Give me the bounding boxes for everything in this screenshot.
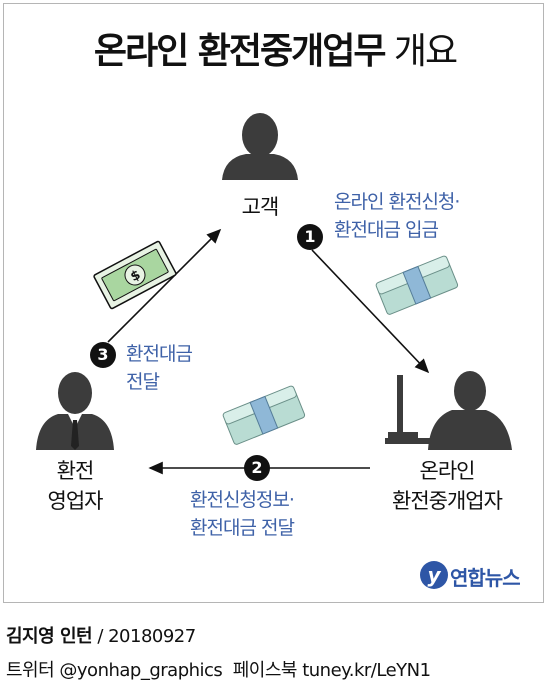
cash-bundle-icon — [375, 255, 459, 315]
step-3-text: 환전대금 전달 — [126, 340, 193, 396]
credit-date: / 20180927 — [97, 626, 196, 647]
customer-text: 고객 — [241, 195, 280, 219]
exchanger-person-icon — [36, 372, 114, 450]
step-3-line1: 환전대금 — [126, 343, 193, 365]
exchanger-label-line2: 영업자 — [47, 489, 104, 513]
step-2-text: 환전신청정보· 환전대금 전달 — [190, 486, 295, 542]
exchanger-label: 환전 영업자 — [30, 456, 120, 516]
author-credit: 김지영 인턴 / 20180927 — [6, 622, 196, 648]
title-light: 개요 — [393, 31, 458, 72]
step-1-line2: 환전대금 입금 — [334, 219, 439, 241]
broker-computer-icon — [385, 371, 512, 450]
step-1-badge: 1 — [297, 224, 323, 250]
social-credit: 트위터 @yonhap_graphics 페이스북 tuney.kr/LeYN1 — [6, 660, 431, 681]
step-2-line1: 환전신청정보· — [190, 489, 295, 511]
page-title: 온라인 환전중개업무 개요 — [0, 22, 550, 74]
exchanger-label-line1: 환전 — [56, 459, 95, 483]
banknote-icon: $ — [93, 240, 177, 310]
customer-person-icon — [222, 113, 298, 180]
step-1-line1: 온라인 환전신청· — [334, 191, 460, 213]
broker-label-line1: 온라인 — [419, 459, 476, 483]
step-1-text: 온라인 환전신청· 환전대금 입금 — [334, 188, 460, 244]
step-2-line2: 환전대금 전달 — [190, 517, 295, 539]
author-name: 김지영 인턴 — [6, 626, 93, 647]
cash-bundle-icon — [222, 385, 306, 445]
step-3-badge: 3 — [90, 342, 116, 368]
arrow-customer-to-broker — [311, 249, 430, 374]
yonhap-logo-icon: y — [420, 561, 448, 589]
step-2-badge: 2 — [244, 455, 270, 481]
yonhap-logo-text: 연합뉴스 — [450, 566, 521, 590]
broker-label: 온라인 환전중개업자 — [372, 456, 522, 516]
title-bold: 온라인 환전중개업무 — [93, 31, 387, 72]
step-3-line2: 전달 — [126, 371, 160, 393]
customer-label: 고객 — [220, 192, 300, 222]
diagram-panel — [3, 3, 544, 603]
broker-label-line2: 환전중개업자 — [392, 489, 503, 513]
arrow-exchanger-to-customer — [107, 228, 222, 343]
